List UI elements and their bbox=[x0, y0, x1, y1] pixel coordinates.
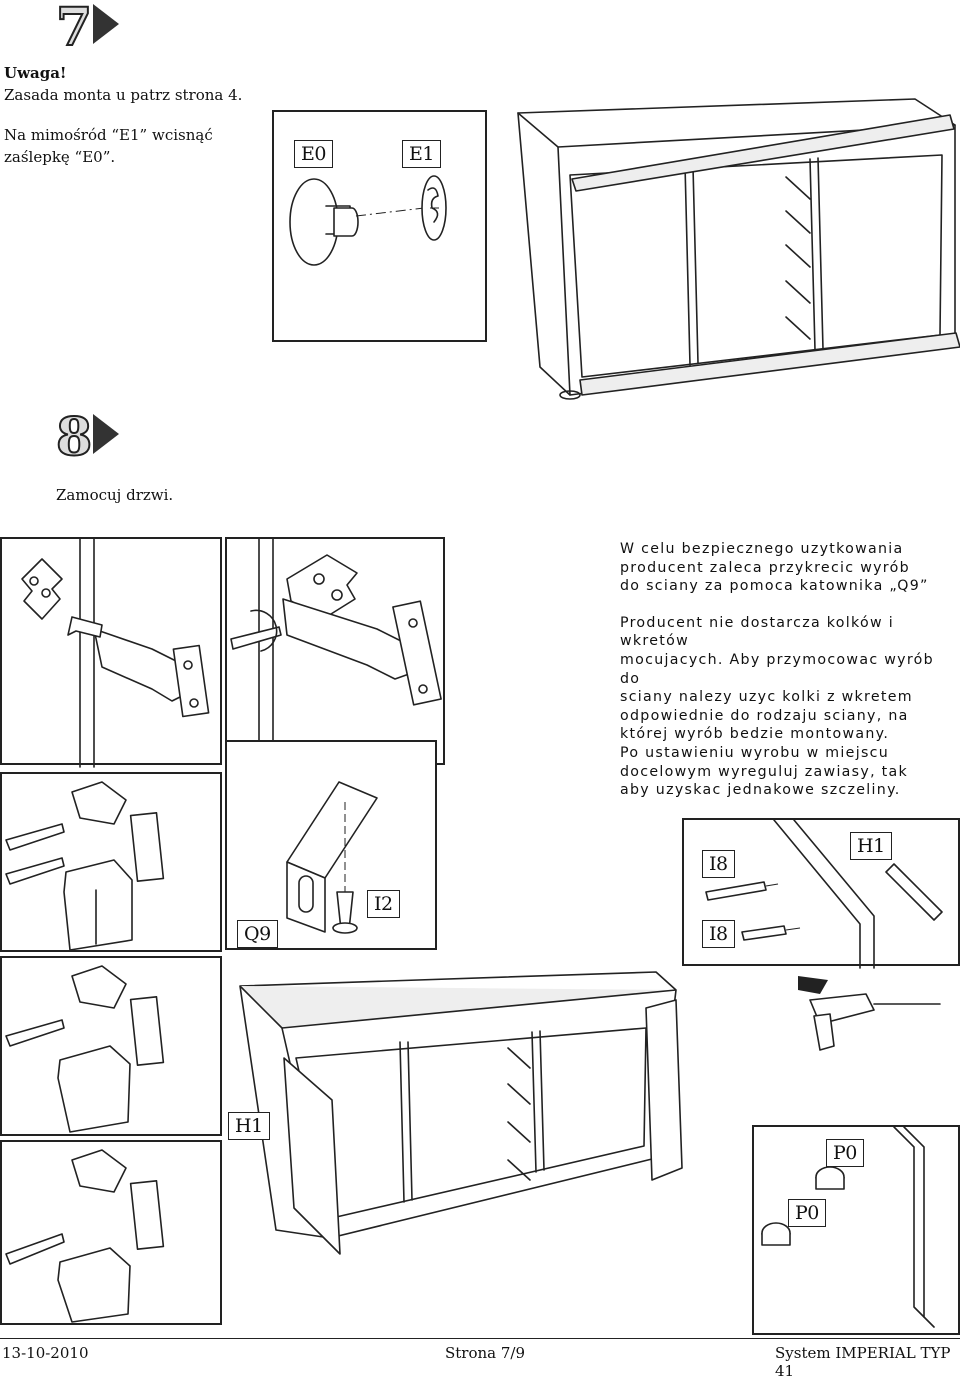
note-line-3: zaślepkę “E0”. bbox=[4, 148, 116, 166]
label-e1: E1 bbox=[402, 140, 441, 168]
label-p0-bottom: P0 bbox=[788, 1199, 826, 1227]
footer-page-number: Strona 7/9 bbox=[445, 1344, 526, 1362]
hinge-insert-detail-box bbox=[0, 537, 222, 768]
cap-and-cam-drawing bbox=[289, 175, 447, 266]
label-p0-top: P0 bbox=[826, 1139, 864, 1167]
hinge-height-drawing bbox=[5, 1149, 165, 1323]
drill-drawing bbox=[798, 976, 941, 1051]
info-line: Po ustawieniu wyrobu w miejscu bbox=[620, 744, 890, 761]
hinge-adjust-side-box bbox=[0, 956, 222, 1136]
safety-line: producent zaleca przykrecic wyrób bbox=[620, 559, 910, 576]
bracket-q9-detail-box: Q9 I2 bbox=[225, 740, 437, 950]
label-i8-top: I8 bbox=[702, 850, 735, 878]
safety-paragraph: W celu bezpiecznego uzytkowania producen… bbox=[620, 540, 960, 800]
label-h1-top: H1 bbox=[850, 832, 892, 860]
label-e0: E0 bbox=[294, 140, 333, 168]
handle-screws-drawing bbox=[705, 819, 943, 969]
info-line: sciany nalezy uzyc kolki z wkretem bbox=[620, 689, 913, 706]
step-8-instruction: Zamocuj drzwi. bbox=[56, 486, 174, 504]
info-line: Producent nie dostarcza kolków i wkretów bbox=[620, 614, 894, 650]
note-title: Uwaga! bbox=[4, 64, 67, 82]
note-line-2: Na mimośród “E1” wcisnąć bbox=[4, 126, 213, 144]
note-line-1: Zasada monta u patrz strona 4. bbox=[4, 86, 243, 104]
hinge-side-drawing bbox=[5, 965, 165, 1133]
hinge-adjust-depth-box bbox=[0, 772, 222, 952]
footer-rule bbox=[0, 1338, 960, 1339]
hinge-screw-detail-box bbox=[225, 537, 445, 768]
safety-line: do sciany za pomoca katownika „Q9” bbox=[620, 578, 929, 595]
cabinet-door-drawing bbox=[239, 971, 683, 1255]
info-line: aby uzyskac jednakowe szczeliny. bbox=[620, 782, 901, 799]
label-i2: I2 bbox=[367, 890, 400, 918]
knob-drawing bbox=[761, 1126, 935, 1328]
cabinet-front-drawing bbox=[517, 98, 960, 400]
bracket-drawing bbox=[286, 781, 378, 934]
safety-line: W celu bezpiecznego uzytkowania bbox=[620, 541, 904, 557]
step-7-number: 7 bbox=[55, 0, 93, 58]
hinge-adjust-height-box bbox=[0, 1140, 222, 1325]
hinge-depth-drawing bbox=[5, 781, 165, 951]
step-8-arrow-icon bbox=[93, 414, 119, 454]
label-i8-bottom: I8 bbox=[702, 920, 735, 948]
label-q9: Q9 bbox=[237, 920, 278, 948]
step-7-note: Uwaga! Zasada monta u patrz strona 4. Na… bbox=[4, 62, 274, 168]
footer-system: System IMPERIAL TYP 41 bbox=[775, 1344, 951, 1380]
hinge-screw-drawing bbox=[230, 538, 442, 768]
info-line: której wyrób bedzie montowany. bbox=[620, 726, 890, 743]
knob-detail-box: P0 P0 bbox=[752, 1125, 960, 1335]
handle-detail-box: I8 H1 I8 bbox=[682, 818, 960, 969]
label-h1-left: H1 bbox=[228, 1112, 270, 1140]
step-7-arrow-icon bbox=[93, 4, 119, 44]
hinge-clip-drawing bbox=[21, 538, 210, 768]
info-line: docelowym wyreguluj zawiasy, tak bbox=[620, 763, 909, 780]
info-line: mocujacych. Aby przymocowac wyrób do bbox=[620, 651, 934, 687]
cam-cap-detail-box: E0 E1 bbox=[272, 110, 487, 342]
footer-date: 13-10-2010 bbox=[2, 1344, 89, 1362]
step-8-number: 8 bbox=[55, 407, 93, 468]
info-line: odpowiednie do rodzaju sciany, na bbox=[620, 707, 909, 724]
